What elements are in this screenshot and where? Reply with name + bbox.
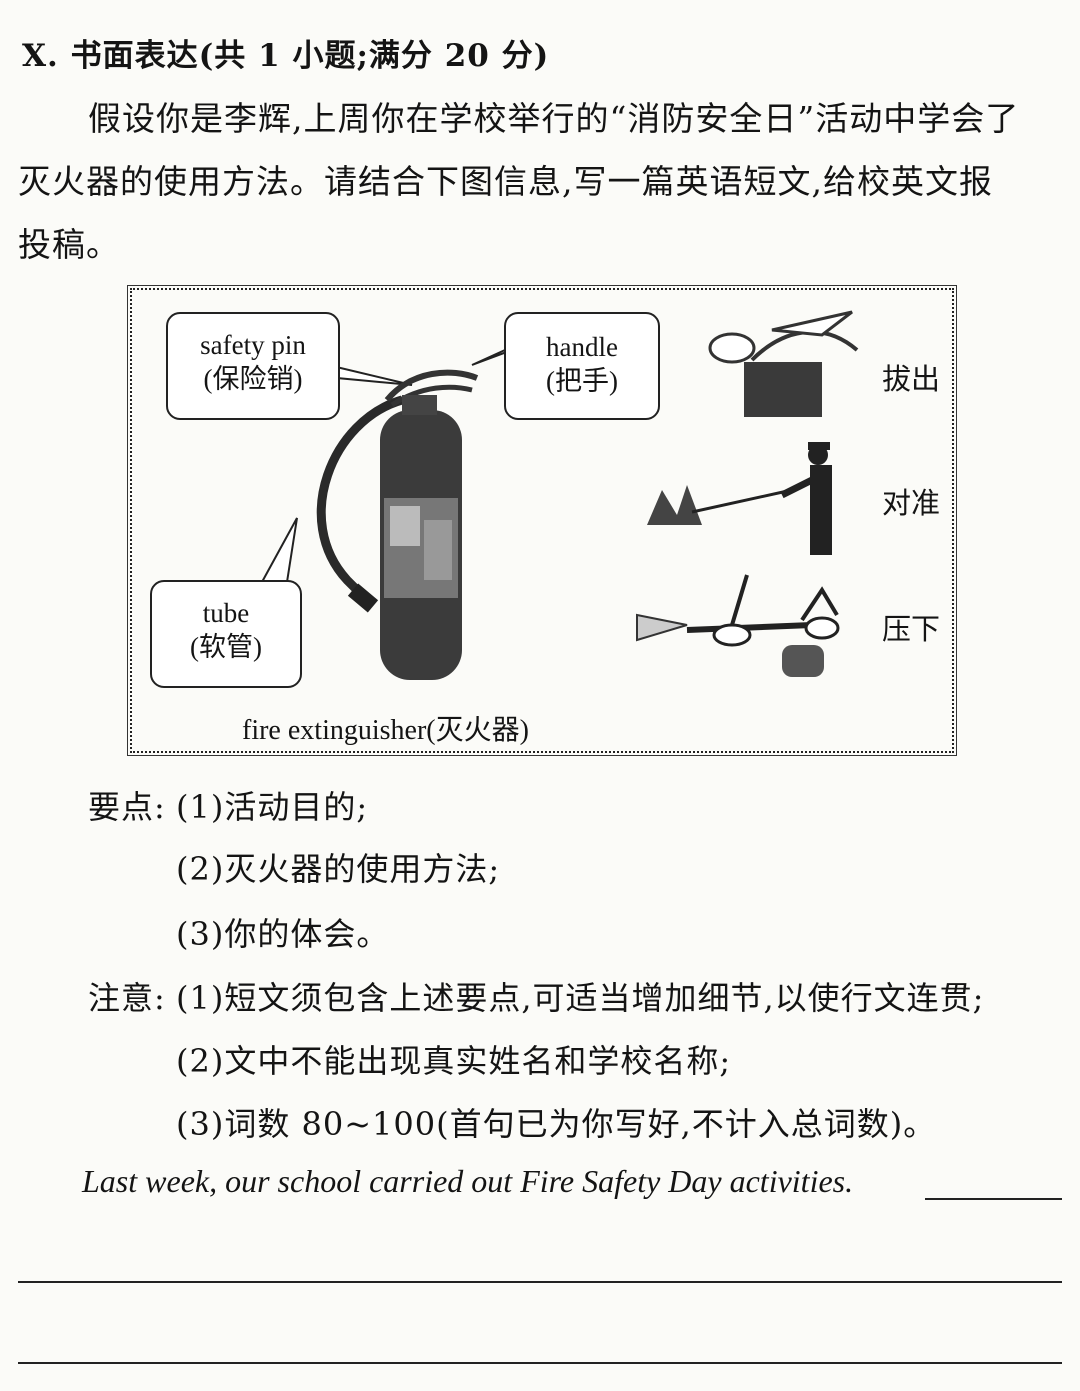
step-label-squeeze: 压下 — [882, 612, 941, 646]
prompt-line-3: 投稿。 — [18, 225, 120, 264]
callout-handle-en: handle — [546, 332, 618, 362]
fire-extinguisher-illustration — [260, 310, 859, 680]
section-title: X. 书面表达(共 1 小题;满分 20 分) — [22, 38, 550, 74]
prompt-line-1: 假设你是李辉,上周你在学校举行的“消防安全日”活动中学会了 — [88, 99, 1020, 138]
tube-pointer — [260, 517, 298, 583]
step-label-pull: 拔出 — [882, 362, 941, 396]
callout-safety-pin-zh: (保险销) — [203, 364, 303, 394]
callout-tube-zh: (软管) — [190, 632, 262, 662]
key-point-1: (1)活动目的; — [176, 788, 369, 826]
callout-safety-pin: safety pin (保险销) — [166, 312, 340, 420]
key-point-3: (3)你的体会。 — [176, 915, 390, 953]
safety-pin-pointer — [325, 363, 413, 386]
answer-line-3[interactable] — [18, 1362, 1062, 1364]
step-pull-illustration — [708, 310, 859, 417]
step-aim-illustration — [647, 442, 832, 555]
step-label-aim: 对准 — [882, 486, 941, 520]
figure-frame: safety pin (保险销) handle (把手) tube (软管) 拔… — [127, 285, 957, 756]
answer-line-2[interactable] — [18, 1281, 1062, 1283]
callout-handle: handle (把手) — [504, 312, 660, 420]
callout-tube: tube (软管) — [150, 580, 302, 688]
callout-tube-en: tube — [202, 598, 250, 628]
key-point-2: (2)灭火器的使用方法; — [176, 850, 501, 888]
key-points-label: 要点: — [88, 788, 166, 826]
callout-handle-zh: (把手) — [546, 366, 618, 396]
figure-caption: fire extinguisher(灭火器) — [242, 715, 529, 746]
notes-label: 注意: — [88, 979, 166, 1017]
step-squeeze-illustration — [636, 574, 840, 677]
note-1: (1)短文须包含上述要点,可适当增加细节,以使行文连贯; — [176, 979, 985, 1017]
answer-line-1[interactable] — [925, 1198, 1062, 1200]
note-2: (2)文中不能出现真实姓名和学校名称; — [176, 1042, 732, 1080]
first-sentence: Last week, our school carried out Fire S… — [82, 1163, 854, 1199]
callout-safety-pin-en: safety pin — [200, 330, 306, 360]
note-3: (3)词数 80~100(首句已为你写好,不计入总词数)。 — [176, 1105, 937, 1143]
prompt-line-2: 灭火器的使用方法。请结合下图信息,写一篇英语短文,给校英文报 — [18, 162, 993, 201]
